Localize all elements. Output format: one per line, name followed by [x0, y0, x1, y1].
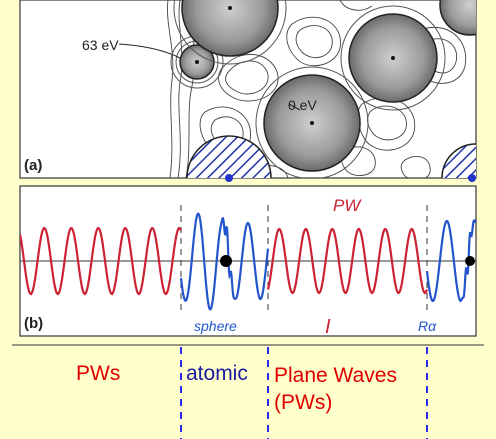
small-atomic-sphere: [170, 35, 224, 89]
region-dividers: [12, 344, 484, 439]
atom-marker-dot: [468, 174, 476, 182]
energy-label-63ev: 63 eV: [82, 37, 119, 53]
top-atomic-sphere: [173, 0, 287, 65]
nucleus-dot: [220, 255, 232, 267]
corner-atomic-sphere: [439, 0, 476, 36]
region-label-atomic: atomic: [186, 362, 248, 385]
leader-line-0ev: [288, 103, 301, 111]
region-label-pws: PWs: [76, 362, 121, 385]
hatched-sphere-left: [186, 135, 272, 178]
atomic-wave: [179, 212, 270, 311]
region-label-plane-line2: (PWs): [274, 391, 333, 414]
panel-b: PW sphere I Rα (b): [19, 185, 477, 338]
panel-b-label: (b): [24, 315, 43, 332]
energy-label-0ev: 0 eV: [288, 97, 317, 113]
nucleus-dot: [465, 256, 475, 266]
region-label-plane-line1: Plane Waves: [274, 364, 397, 387]
center-atomic-sphere: [255, 66, 369, 178]
handwritten-sphere-label: sphere: [194, 318, 237, 334]
handwritten-pw-label: PW: [333, 196, 362, 215]
handwritten-radius-label: Rα: [418, 318, 437, 334]
plane-wave-middle: [266, 227, 429, 295]
handwritten-region-label: I: [325, 316, 331, 338]
atomic-wave-right: [425, 219, 476, 303]
panel-a-label: (a): [24, 157, 42, 174]
region-label-plane-waves: Plane Waves (PWs): [274, 362, 397, 416]
right-atomic-sphere: [340, 5, 446, 111]
panel-a: 63 eV 0 eV (a): [19, 0, 477, 182]
plane-wave-left: [20, 226, 183, 296]
atom-marker-dot: [225, 174, 233, 182]
leader-line-63ev: [118, 43, 181, 59]
hatched-sphere-right: [441, 143, 476, 178]
